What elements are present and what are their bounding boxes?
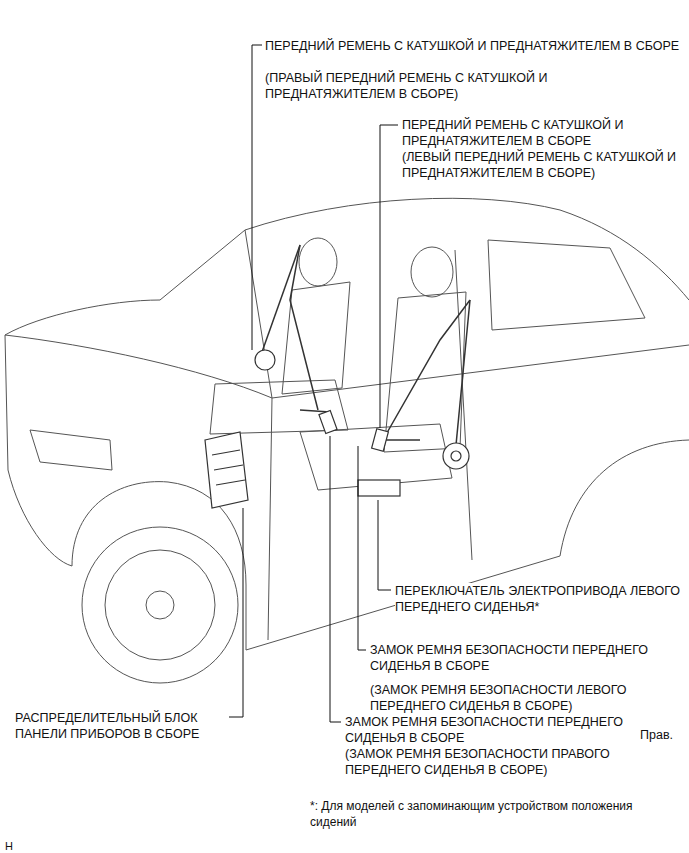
part-label: ПЕРЕДНИЙ РЕМЕНЬ С КАТУШКОЙ И ПРЕДНАТЯЖИТ… bbox=[402, 117, 686, 149]
components bbox=[205, 350, 469, 508]
part-label: ЗАМОК РЕМНЯ БЕЗОПАСНОСТИ ПЕРЕДНЕГО СИДЕН… bbox=[345, 714, 633, 746]
part-label: *: Для моделей с запоминающим устройство… bbox=[310, 798, 682, 830]
part-label: (ЗАМОК РЕМНЯ БЕЗОПАСНОСТИ ПРАВОГО ПЕРЕДН… bbox=[345, 746, 655, 778]
part-label: (ЛЕВЫЙ ПЕРЕДНИЙ РЕМЕНЬ С КАТУШКОЙ И ПРЕД… bbox=[402, 149, 686, 181]
seats bbox=[210, 238, 466, 490]
part-label: H bbox=[5, 838, 13, 853]
part-label: (ПРАВЫЙ ПЕРЕДНИЙ РЕМЕНЬ С КАТУШКОЙ И ПРЕ… bbox=[265, 70, 565, 102]
leader-lines bbox=[229, 45, 398, 722]
part-label: РАСПРЕДЕЛИТЕЛЬНЫЙ БЛОК ПАНЕЛИ ПРИБОРОВ В… bbox=[15, 710, 225, 742]
car-body bbox=[5, 198, 689, 650]
part-label: ЗАМОК РЕМНЯ БЕЗОПАСНОСТИ ПЕРЕДНЕГО СИДЕН… bbox=[370, 642, 684, 674]
part-label: Прав. bbox=[640, 727, 673, 743]
front-wheel bbox=[82, 527, 238, 683]
part-label: (ЗАМОК РЕМНЯ БЕЗОПАСНОСТИ ЛЕВОГО ПЕРЕДНЕ… bbox=[370, 682, 670, 714]
seat-belts bbox=[262, 245, 470, 445]
part-label: ПЕРЕКЛЮЧАТЕЛЬ ЭЛЕКТРОПРИВОДА ЛЕВОГО ПЕРЕ… bbox=[395, 583, 685, 615]
part-label: ПЕРЕДНИЙ РЕМЕНЬ С КАТУШКОЙ И ПРЕДНАТЯЖИТ… bbox=[265, 38, 679, 54]
